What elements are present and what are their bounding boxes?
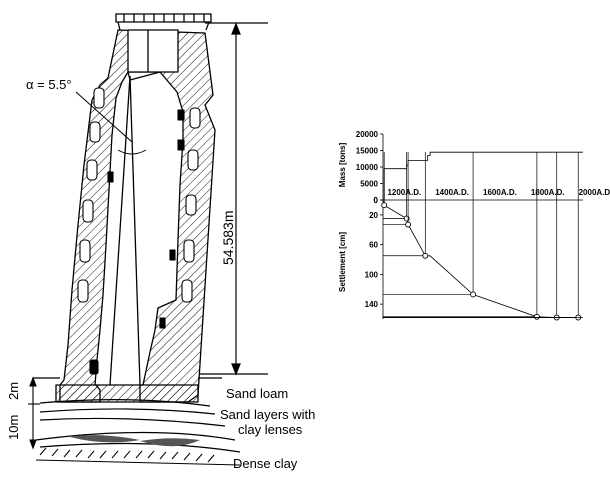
height-label: 54.583m	[220, 211, 236, 265]
settlement-y-tick-label: 60	[369, 241, 378, 250]
mass-y-tick-label: 0	[374, 196, 379, 205]
soil-layers	[33, 377, 241, 466]
settlement-point	[422, 252, 429, 259]
crown-railing	[115, 13, 212, 31]
bell-chamber	[127, 29, 179, 73]
layer-label-sand-loam: Sand loam	[226, 386, 288, 401]
settlement-point	[533, 313, 540, 320]
height-dimension	[200, 22, 268, 376]
mass-y-tick-label: 10000	[356, 163, 379, 172]
tower-shaft	[94, 71, 184, 386]
settlement-point	[381, 202, 388, 209]
tilt-angle-label: α = 5.5°	[26, 77, 72, 92]
clay-lens-1	[70, 435, 140, 443]
mass-y-tick-label: 5000	[360, 180, 378, 189]
era-tick-label: 2000A.D.	[579, 188, 610, 197]
mass-y-tick-label: 15000	[356, 147, 379, 156]
windows-right	[107, 107, 201, 329]
era-tick-label: 1400A.D.	[435, 188, 469, 197]
tower-section	[55, 13, 216, 403]
mass-y-axis-title: Mass [tons]	[338, 142, 347, 187]
settlement-curve	[382, 199, 579, 318]
settlement-chart: 0 20 60 100 140 Settlement [cm]	[338, 152, 583, 321]
tilt-angle-indicator	[75, 91, 147, 155]
settlement-y-tick-label: 100	[365, 270, 379, 279]
layer-label-dense-clay: Dense clay	[233, 456, 298, 471]
settlement-y-axis-title: Settlement [cm]	[338, 232, 347, 292]
mass-y-tick-label: 20000	[356, 130, 379, 139]
clay-lens-2	[140, 438, 200, 447]
era-tick-label: 1600A.D.	[483, 188, 517, 197]
settlement-y-tick-label: 140	[365, 300, 379, 309]
depth-dimension	[28, 376, 40, 450]
foundation	[55, 384, 101, 403]
depth-2m-label: 2m	[6, 382, 21, 400]
settlement-point	[405, 221, 412, 228]
layer-label-clay-lenses: clay lenses	[238, 422, 303, 437]
settlement-y-tick-label: 20	[369, 211, 378, 220]
era-tick-label: 1800A.D.	[531, 188, 565, 197]
era-tick-label: 1200A.D.	[387, 188, 421, 197]
layer-label-sand-layers: Sand layers with	[220, 407, 315, 422]
depth-10m-label: 10m	[6, 415, 21, 440]
dense-clay-hatch	[35, 447, 241, 466]
settlement-y-tick-label: 0	[374, 196, 379, 205]
windows-left	[77, 87, 105, 375]
settlement-point	[470, 291, 477, 298]
